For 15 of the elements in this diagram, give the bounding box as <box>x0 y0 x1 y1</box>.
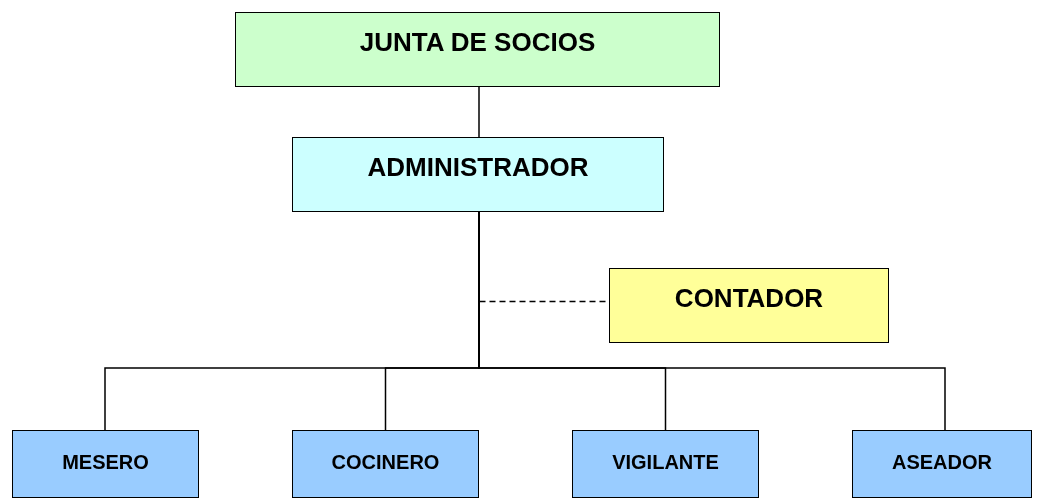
connector-line <box>478 86 480 138</box>
org-box <box>235 12 720 87</box>
role-title: ADMINISTRADOR <box>367 152 589 183</box>
org-box <box>292 137 664 212</box>
role-title: JUNTA DE SOCIOS <box>359 27 596 58</box>
org-box <box>572 430 759 498</box>
role-title: MESERO <box>62 450 149 474</box>
org-box <box>852 430 1032 498</box>
org-box <box>609 268 889 343</box>
role-title: COCINERO <box>331 450 440 474</box>
org-box <box>12 430 199 498</box>
role-title: CONTADOR <box>674 283 824 314</box>
role-title: VIGILANTE <box>612 450 719 474</box>
org-box <box>292 430 479 498</box>
role-title: ASEADOR <box>892 450 992 474</box>
